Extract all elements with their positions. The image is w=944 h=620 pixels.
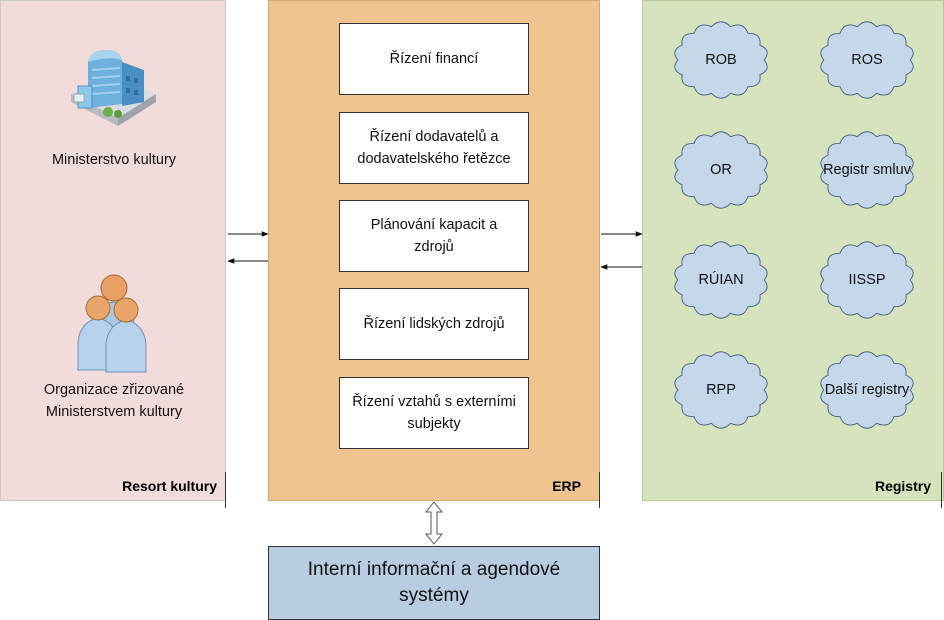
cloud-label: ROB [705, 52, 737, 68]
cloud-shape [674, 351, 768, 429]
internal-systems-label: Interní informační a agendové systémy [307, 559, 561, 606]
ministry-label: Ministerstvo kultury [51, 152, 177, 168]
module-box-rizeni-financi: Řízení financí [339, 23, 529, 95]
registry-panel: ROB ROS OR Registr smluv RÚIAN IISSP RPP… [642, 0, 944, 501]
cloud-shape [674, 21, 768, 99]
cloud-label: RÚIAN [698, 272, 744, 288]
cloud-or: OR [667, 125, 775, 215]
resort-kultury-panel: Ministerstvo kultury Organizace zřizovan… [0, 0, 226, 501]
internal-systems-box: Interní informační a agendové systémy [268, 546, 600, 620]
cloud-shape [820, 351, 914, 429]
module-label: Plánování kapacit a zdrojů [370, 216, 498, 255]
cloud-rob: ROB [667, 15, 775, 105]
erp-corner-line [599, 472, 600, 508]
cloud-ruian: RÚIAN [667, 235, 775, 325]
cloud-label: Další registry [824, 382, 910, 398]
cloud-shape [674, 131, 768, 209]
registry-title: Registry [874, 478, 931, 494]
cloud-label: ROS [851, 52, 883, 68]
module-label: Řízení financí [389, 50, 479, 67]
cloud-iissp: IISSP [813, 235, 921, 325]
cloud-label: IISSP [848, 272, 886, 288]
cloud-dalsi-registry: Další registry [813, 345, 921, 435]
organizations-label: Organizace zřizované Ministerstvem kultu… [43, 382, 185, 421]
cloud-rpp: RPP [667, 345, 775, 435]
cloud-shape [820, 21, 914, 99]
resort-corner-line [225, 472, 226, 508]
module-label: Řízení dodavatelů a dodavatelského řetěz… [357, 128, 511, 167]
cloud-shape [820, 131, 914, 209]
cloud-shape [674, 241, 768, 319]
cloud-label: RPP [706, 382, 736, 398]
cloud-registr-smluv: Registr smluv [813, 125, 921, 215]
erp-panel: Řízení financí Řízení dodavatelů a dodav… [268, 0, 600, 501]
cloud-ros: ROS [813, 15, 921, 105]
cloud-label: Registr smluv [823, 162, 911, 178]
module-label: Řízení lidských zdrojů [363, 315, 505, 332]
cloud-shape [820, 241, 914, 319]
erp-title: ERP [552, 478, 581, 494]
module-box-rizeni-lidskych-zdroju: Řízení lidských zdrojů [339, 288, 529, 360]
module-box-rizeni-vztahu: Řízení vztahů s externími subjekty [339, 377, 529, 449]
registry-corner-line [941, 472, 942, 508]
module-label: Řízení vztahů s externími subjekty [352, 393, 516, 432]
cloud-label: OR [710, 162, 732, 178]
module-box-planovani-kapacit: Plánování kapacit a zdrojů [339, 200, 529, 272]
module-box-rizeni-dodavatelu: Řízení dodavatelů a dodavatelského řetěz… [339, 112, 529, 184]
double-arrow-erp-internal [424, 501, 444, 545]
resort-kultury-title: Resort kultury [122, 478, 217, 494]
